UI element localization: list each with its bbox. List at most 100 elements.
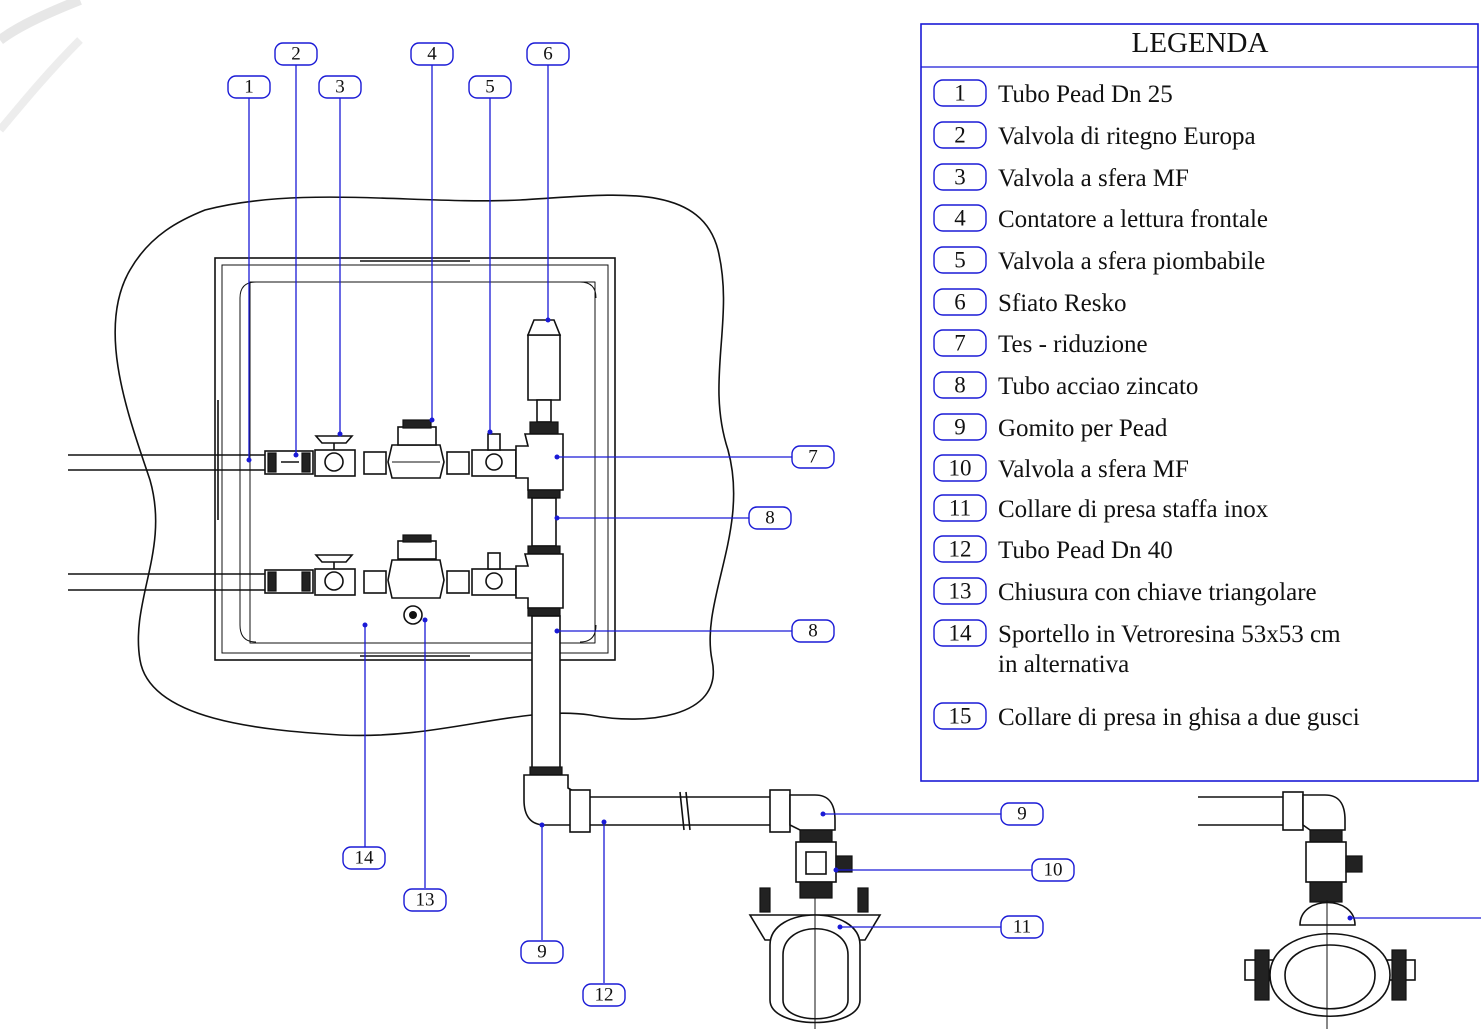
callout-tag: 5 — [468, 75, 512, 99]
legend-description: Valvola a sfera MF — [998, 456, 1189, 483]
callout-tag: 10 — [1031, 858, 1075, 882]
legend-item: 1 Tubo Pead Dn 25 — [933, 79, 1173, 108]
legend-item: 10 Valvola a sfera MF — [933, 454, 1189, 483]
callout-number: 5 — [485, 77, 495, 98]
callout-number: 8 — [765, 508, 775, 529]
legend-number-box — [933, 371, 987, 399]
legend-number: 3 — [954, 165, 966, 190]
callout-number: 8 — [808, 621, 818, 642]
callout-tag: 4 — [410, 42, 454, 66]
legend-number-box — [933, 535, 987, 563]
legend-description: Tes - riduzione — [998, 331, 1148, 358]
legend-description: Tubo acciao zincato — [998, 373, 1198, 400]
legend-item: 8 Tubo acciao zincato — [933, 371, 1198, 400]
legend-description: Tubo Pead Dn 25 — [998, 81, 1173, 108]
inspection-box — [214, 257, 616, 661]
callout-number: 3 — [335, 77, 345, 98]
legend-number: 6 — [954, 290, 966, 315]
callout-number: 1 — [244, 77, 254, 98]
callout-tag: 6 — [526, 42, 570, 66]
legend-description: Collare di presa staffa inox — [998, 496, 1269, 523]
callout-tag: 8 — [748, 506, 792, 530]
legend-number: 15 — [949, 704, 972, 729]
callout-tags: 1 2 3 4 5 6 7 8 8 9 9 10 11 12 13 14 — [227, 42, 1075, 1007]
legend-description: Tubo Pead Dn 40 — [998, 537, 1173, 564]
galvanized-riser — [515, 319, 564, 776]
legend-number: 4 — [954, 206, 966, 231]
legend-number: 12 — [949, 537, 972, 562]
callout-tag: 13 — [403, 888, 447, 912]
callout-number: 13 — [416, 890, 435, 911]
callout-number: 4 — [427, 44, 437, 65]
legend-description: in alternativa — [998, 651, 1129, 678]
legend-description: Sportello in Vetroresina 53x53 cm — [998, 621, 1341, 648]
legend-item: 11 Collare di presa staffa inox — [933, 494, 1269, 523]
callout-tag: 12 — [582, 983, 626, 1007]
legend-number-box — [933, 454, 987, 482]
legend-number-box — [933, 246, 987, 274]
legend-number: 8 — [954, 373, 966, 398]
pead-pipe-dn40 — [523, 774, 836, 833]
callout-number: 11 — [1013, 917, 1031, 938]
legend-item: 14 Sportello in Vetroresina 53x53 cm in al… — [933, 619, 1341, 678]
callout-tag: 9 — [1000, 802, 1044, 826]
legend-description: Valvola di ritegno Europa — [998, 123, 1256, 150]
callout-number: 9 — [1017, 804, 1027, 825]
legend-number: 9 — [954, 415, 966, 440]
legend-description: Collare di presa in ghisa a due gusci — [998, 704, 1360, 731]
legend-item: 12 Tubo Pead Dn 40 — [933, 535, 1173, 564]
legend-item: 4 Contatore a lettura frontale — [933, 204, 1268, 233]
pead-pipe-dn25 — [68, 454, 268, 591]
scan-mark — [0, 0, 83, 133]
callout-number: 6 — [543, 44, 553, 65]
legend-number-box — [933, 121, 987, 149]
legend-number: 14 — [949, 621, 973, 646]
legend-title: LEGENDA — [1132, 27, 1269, 59]
legend-number-box — [933, 702, 987, 730]
legend-item: 9 Gomito per Pead — [933, 413, 1168, 442]
legend-number: 13 — [949, 579, 972, 604]
callout-number: 14 — [355, 848, 375, 869]
callout-tag: 11 — [1000, 915, 1044, 939]
legend-item: 5 Valvola a sfera piombabile — [933, 246, 1265, 275]
legend-item: 13 Chiusura con chiave triangolare — [933, 577, 1317, 606]
callout-number: 2 — [291, 44, 301, 65]
leader-lines — [246, 64, 1481, 983]
legend-number-box — [933, 619, 987, 647]
legend-number-box — [933, 204, 987, 232]
legend-number: 7 — [954, 331, 966, 356]
legend-description: Contatore a lettura frontale — [998, 206, 1268, 233]
legend-number-box — [933, 288, 987, 316]
legend-number-box — [933, 329, 987, 357]
legend-item: 7 Tes - riduzione — [933, 329, 1148, 358]
saddle-clamp-assembly — [748, 829, 882, 1029]
legend-number-box — [933, 577, 987, 605]
legend-item: 3 Valvola a sfera MF — [933, 163, 1189, 192]
callout-tag: 2 — [274, 42, 318, 66]
callout-tag: 14 — [342, 846, 386, 870]
legend-item: 15 Collare di presa in ghisa a due gusci — [933, 702, 1360, 731]
callout-number: 10 — [1044, 860, 1063, 881]
upper-meter-assembly — [264, 419, 529, 479]
legend-description: Valvola a sfera MF — [998, 165, 1189, 192]
legend-number-box — [933, 79, 987, 107]
legend-description: Valvola a sfera piombabile — [998, 248, 1265, 275]
legend-number: 1 — [954, 81, 966, 106]
legend-number: 10 — [949, 456, 972, 481]
callout-number: 12 — [595, 985, 614, 1006]
legend-description: Gomito per Pead — [998, 415, 1168, 442]
legend-number-box — [933, 163, 987, 191]
cast-iron-clamp-alternative — [1198, 791, 1416, 1029]
legend-number: 11 — [949, 496, 971, 521]
legend-description: Chiusura con chiave triangolare — [998, 579, 1317, 606]
legend-number-box — [933, 494, 987, 522]
callout-tag: 3 — [318, 75, 362, 99]
legend-number: 5 — [954, 248, 966, 273]
lower-meter-assembly — [264, 534, 529, 625]
callout-tag: 8 — [791, 619, 835, 643]
